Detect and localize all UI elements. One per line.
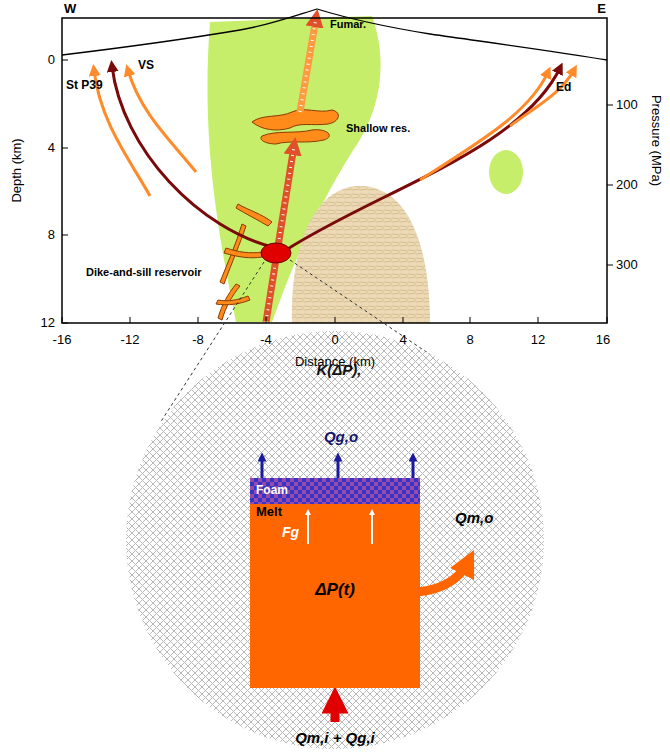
flow-arrow bbox=[420, 72, 548, 180]
flow-arrow bbox=[128, 70, 196, 172]
sill bbox=[224, 248, 262, 258]
node-label: Foam bbox=[256, 484, 288, 498]
pressure-ticks bbox=[607, 105, 613, 265]
node-label: ΔP(t) bbox=[315, 580, 355, 600]
axis-label: 0 bbox=[48, 53, 55, 68]
node-label: Fg bbox=[282, 524, 299, 540]
map-label: Dike-and-sill reservoir bbox=[86, 266, 202, 279]
gas-outflow-arrow bbox=[337, 457, 340, 478]
axis-label: 4 bbox=[399, 333, 406, 348]
map-label: E bbox=[597, 2, 606, 17]
axis-label: 12 bbox=[41, 316, 55, 331]
axis-label: Pressure (MPa) bbox=[649, 94, 664, 185]
gas-outflow-arrow bbox=[261, 457, 264, 478]
conduit-dots bbox=[266, 146, 294, 322]
sill bbox=[261, 130, 329, 144]
sill bbox=[252, 110, 338, 130]
map-label: Ed bbox=[556, 81, 571, 95]
map-label: Fumar. bbox=[330, 18, 366, 31]
axis-label: 300 bbox=[616, 258, 638, 273]
depth-ticks bbox=[62, 60, 68, 323]
map-label: St P39 bbox=[66, 79, 103, 93]
axis-label: -8 bbox=[192, 333, 204, 348]
axis-label: 12 bbox=[531, 333, 545, 348]
axis-label: Depth (km) bbox=[10, 138, 25, 202]
axis-label: 8 bbox=[466, 333, 473, 348]
foam-band bbox=[250, 478, 420, 504]
axis-label: 100 bbox=[616, 98, 638, 113]
flux-label: Qm,o bbox=[455, 509, 493, 526]
conduit-dots bbox=[300, 18, 316, 112]
flow-arrow bbox=[510, 70, 574, 126]
gas-outflow-arrow bbox=[412, 457, 415, 478]
reservoir-ellipse bbox=[261, 243, 291, 263]
node-label: Melt bbox=[256, 505, 282, 520]
axis-label: 8 bbox=[48, 228, 55, 243]
map-label: W bbox=[64, 2, 76, 17]
axis-label: Distance (km) bbox=[295, 355, 375, 370]
conduit bbox=[266, 18, 316, 322]
flow-arrows bbox=[94, 66, 574, 250]
sill bbox=[236, 204, 272, 226]
flux-label: Qg,o bbox=[324, 428, 358, 445]
topography bbox=[62, 9, 607, 60]
map-label: VS bbox=[138, 59, 154, 73]
flow-arrow bbox=[112, 66, 276, 248]
reservoir-box: FoamMeltFgΔP(t) bbox=[250, 478, 420, 688]
conduit-upper bbox=[300, 18, 316, 112]
plot-frame bbox=[62, 18, 607, 323]
green-region bbox=[489, 150, 523, 194]
buoyancy-arrow bbox=[307, 512, 309, 544]
inflow-arrow bbox=[331, 700, 340, 722]
sill bbox=[216, 296, 250, 305]
map-label: Shallow res. bbox=[346, 122, 410, 135]
melt-outflow-arrow bbox=[418, 562, 468, 592]
axis-label: -16 bbox=[53, 333, 72, 348]
model-circle: FoamMeltFgΔP(t)K(ΔP), bbox=[125, 330, 545, 750]
axis-label: 4 bbox=[48, 141, 55, 156]
axis-label: -12 bbox=[121, 333, 140, 348]
axis-label: 200 bbox=[616, 178, 638, 193]
shallow-reservoir bbox=[252, 110, 338, 144]
compliance-medium bbox=[126, 331, 544, 749]
foam-layer: Foam bbox=[250, 478, 420, 504]
tan-body bbox=[292, 186, 430, 323]
axis-label: -4 bbox=[260, 333, 272, 348]
conduit-lower bbox=[266, 146, 294, 322]
axis-ticks bbox=[62, 60, 613, 323]
axis-label: 16 bbox=[596, 333, 610, 348]
axis-label: 0 bbox=[331, 333, 338, 348]
flux-label: Qm,i + Qg,i bbox=[295, 729, 375, 746]
distance-ticks bbox=[62, 317, 607, 323]
buoyancy-arrow bbox=[371, 512, 373, 544]
flow-arrow bbox=[286, 68, 560, 250]
